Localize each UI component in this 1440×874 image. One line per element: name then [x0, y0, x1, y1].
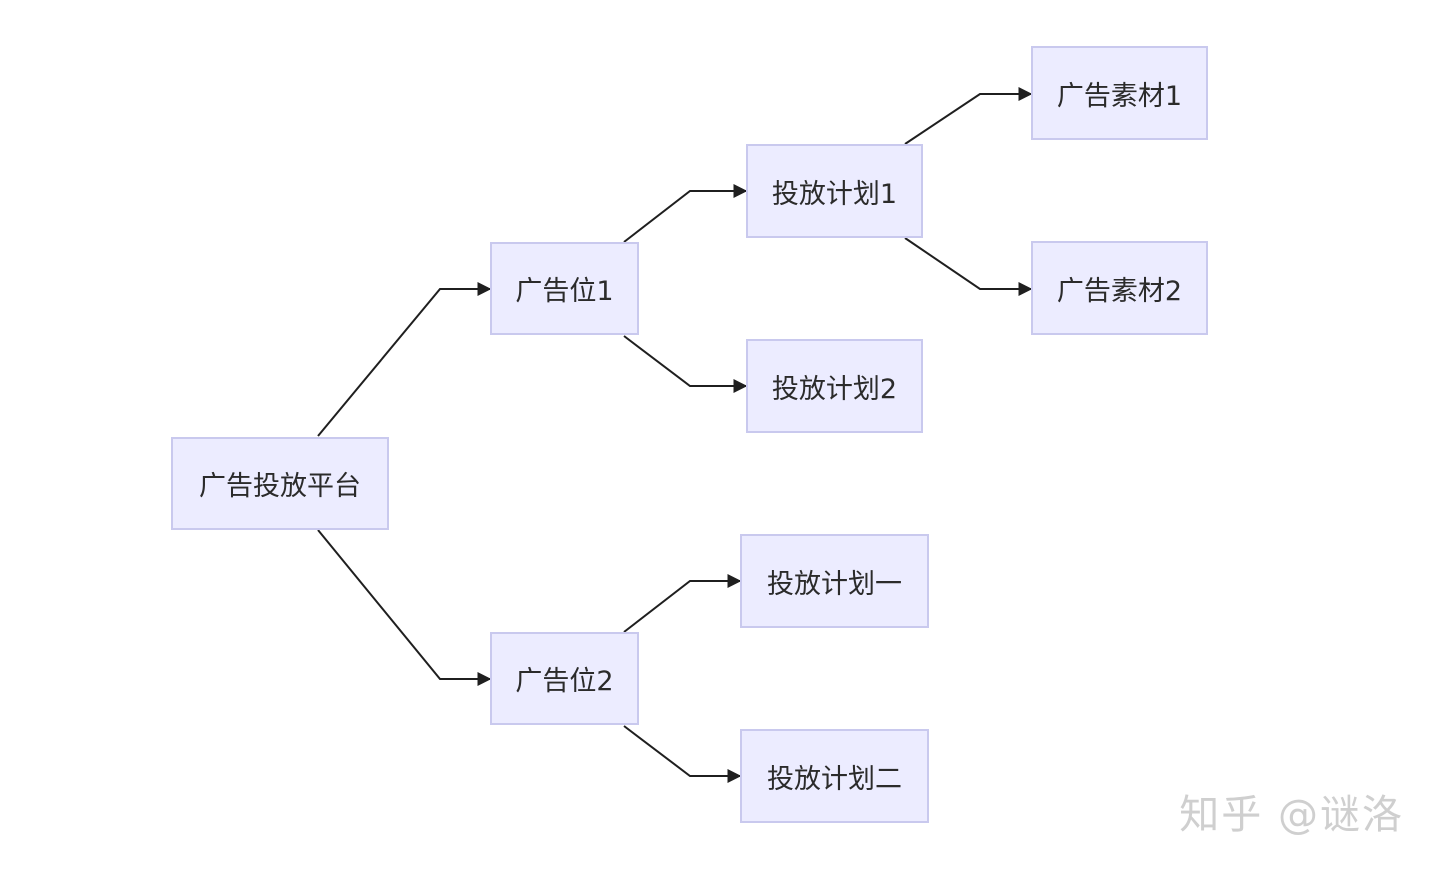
node-ad-slot-1: 广告位1 [490, 242, 639, 335]
edge-slot1-plan1 [623, 184, 748, 243]
node-plan-one: 投放计划一 [740, 534, 929, 628]
edge-plan1-material2 [904, 237, 1033, 296]
node-ad-platform: 广告投放平台 [171, 437, 389, 530]
edge-slot2-plan-one [623, 574, 742, 633]
node-material-1: 广告素材1 [1031, 46, 1208, 140]
edge-slot1-plan2 [623, 335, 748, 393]
node-ad-slot-2: 广告位2 [490, 632, 639, 725]
node-plan-two: 投放计划二 [740, 729, 929, 823]
edge-root-slot1 [317, 282, 492, 437]
edge-plan1-material1 [904, 87, 1033, 145]
watermark-text: 知乎 @谜洛 [1179, 792, 1404, 838]
node-plan-1: 投放计划1 [746, 144, 923, 238]
edge-root-slot2 [317, 529, 492, 686]
node-material-2: 广告素材2 [1031, 241, 1208, 335]
node-plan-2: 投放计划2 [746, 339, 923, 433]
edge-slot2-plan-two [623, 725, 742, 783]
